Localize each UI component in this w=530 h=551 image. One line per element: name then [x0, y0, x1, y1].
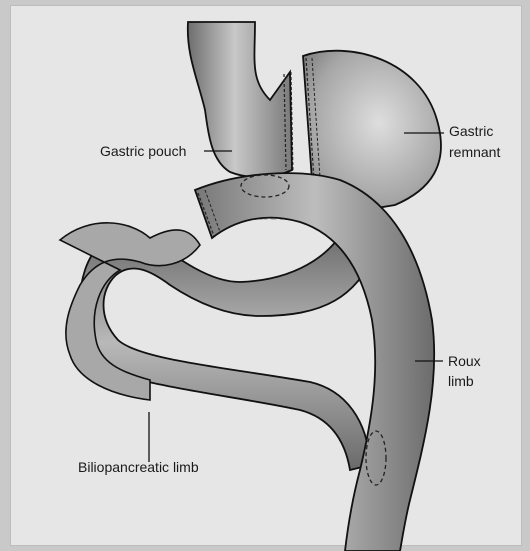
roux-limb [195, 173, 434, 551]
label-roux-limb-1: Roux [448, 352, 481, 370]
label-gastric-pouch: Gastric pouch [100, 142, 186, 160]
label-gastric-remnant-2: remnant [449, 143, 500, 161]
label-roux-limb-2: limb [448, 372, 474, 390]
label-gastric-remnant-1: Gastric [449, 122, 493, 140]
esophagus [188, 22, 292, 177]
label-biliopancreatic-limb: Biliopancreatic limb [78, 458, 199, 476]
